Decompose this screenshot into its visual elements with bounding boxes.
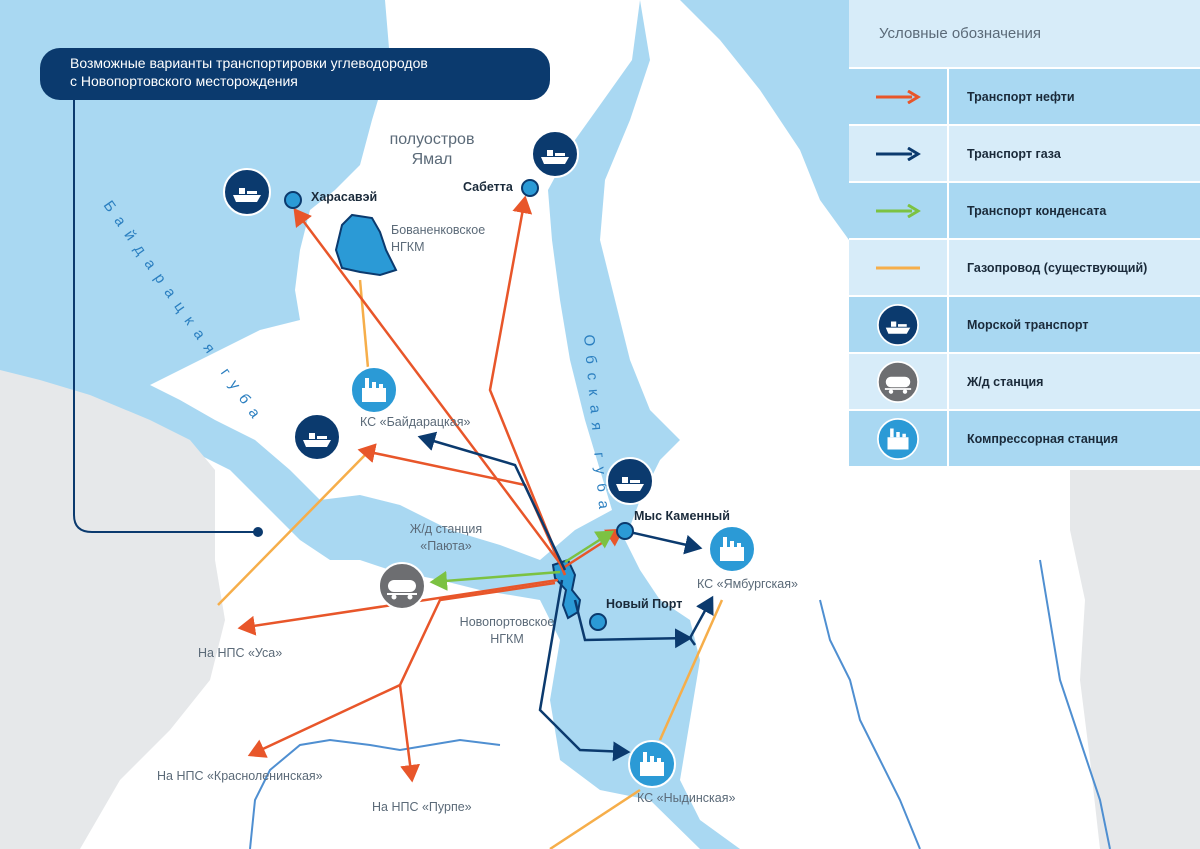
foreign-land-east <box>1070 470 1200 849</box>
gydan-peninsula <box>600 0 1200 849</box>
rail-tank-icon <box>849 354 949 409</box>
nps-purpe-label: На НПС «Пурпе» <box>372 800 472 814</box>
kharasavey-port-dot <box>284 191 302 209</box>
ship-icon <box>293 413 341 461</box>
map-title-line1: Возможные варианты транспортировки углев… <box>70 55 428 71</box>
ks-nydinskaya-label: КС «Ныдинская» <box>637 791 736 805</box>
novy-port-label: Новый Порт <box>606 597 683 611</box>
gas-routes <box>417 431 714 762</box>
compressor-icon <box>849 411 949 466</box>
legend-label: Компрессорная станция <box>967 431 1119 446</box>
rail-station-label: Ж/д станция «Паюта» <box>409 522 483 553</box>
gas-arrow-icon <box>849 126 949 181</box>
legend-label: Транспорт конденсата <box>967 203 1107 218</box>
legend-label: Транспорт газа <box>967 146 1061 161</box>
legend-label: Транспорт нефти <box>967 89 1075 104</box>
existing-pipelines <box>217 279 724 849</box>
ship-icon <box>606 457 654 505</box>
river <box>249 738 501 849</box>
legend-item-compressor: Компрессорная станция <box>849 411 1200 466</box>
legend-label: Газопровод (существующий) <box>967 260 1148 275</box>
ks-yamburgskaya-label: КС «Ямбургская» <box>697 577 798 591</box>
title-connector <box>73 100 258 533</box>
mys-kamenny-port-dot <box>616 522 634 540</box>
nps-krasnoleninskaya-label: На НПС «Красноленинская» <box>157 769 323 783</box>
peninsula-label: полуостров Ямал <box>389 131 475 168</box>
river <box>1039 559 1111 849</box>
legend-title: Условные обозначения <box>849 0 1200 67</box>
compressor-icon <box>708 525 756 573</box>
ship-icon <box>849 297 949 352</box>
mys-kamenny-label: Мыс Каменный <box>634 509 730 523</box>
legend-panel: Условные обозначения Транспорт нефти Тра… <box>849 0 1200 470</box>
pipeline-line-icon <box>849 240 949 295</box>
map-title-line2: с Новопортовского месторождения <box>70 73 298 89</box>
novoportovskoye-label: Новопортовское НГКМ <box>459 615 555 646</box>
compressor-icon <box>628 740 676 788</box>
legend-item-rail-station: Ж/д станция <box>849 354 1200 409</box>
sabetta-label: Сабетта <box>463 180 513 194</box>
condensate-arrow-icon <box>849 183 949 238</box>
foreign-land-west <box>0 370 225 849</box>
river <box>819 599 921 849</box>
oil-arrow-icon <box>849 69 949 124</box>
legend-item-pipeline: Газопровод (существующий) <box>849 240 1200 295</box>
legend-item-sea-transport: Морской транспорт <box>849 297 1200 352</box>
nps-usa-label: На НПС «Уса» <box>198 646 283 660</box>
condensate-routes <box>429 530 615 591</box>
legend-label: Морской транспорт <box>967 317 1089 332</box>
ship-icon <box>223 168 271 216</box>
gydan-bay <box>680 0 849 240</box>
yamal-peninsula <box>150 0 640 560</box>
ks-baydaratskaya-label: КС «Байдарацкая» <box>360 415 471 429</box>
title-connector-dot <box>253 527 263 537</box>
ship-icon <box>531 130 579 178</box>
legend-item-condensate: Транспорт конденсата <box>849 183 1200 238</box>
legend-item-gas: Транспорт газа <box>849 126 1200 181</box>
bovanenkovo-field <box>334 213 398 277</box>
kharasavey-label: Харасавэй <box>311 190 378 204</box>
bovanenkovo-label: Бованенковское НГКМ <box>391 223 486 254</box>
novy-port-dot <box>589 613 607 631</box>
map-title: Возможные варианты транспортировки углев… <box>40 48 550 100</box>
legend-item-oil: Транспорт нефти <box>849 69 1200 124</box>
legend-label: Ж/д станция <box>967 374 1044 389</box>
compressor-icon <box>350 366 398 414</box>
sabetta-port-dot <box>521 179 539 197</box>
rail-tank-icon <box>378 562 426 610</box>
